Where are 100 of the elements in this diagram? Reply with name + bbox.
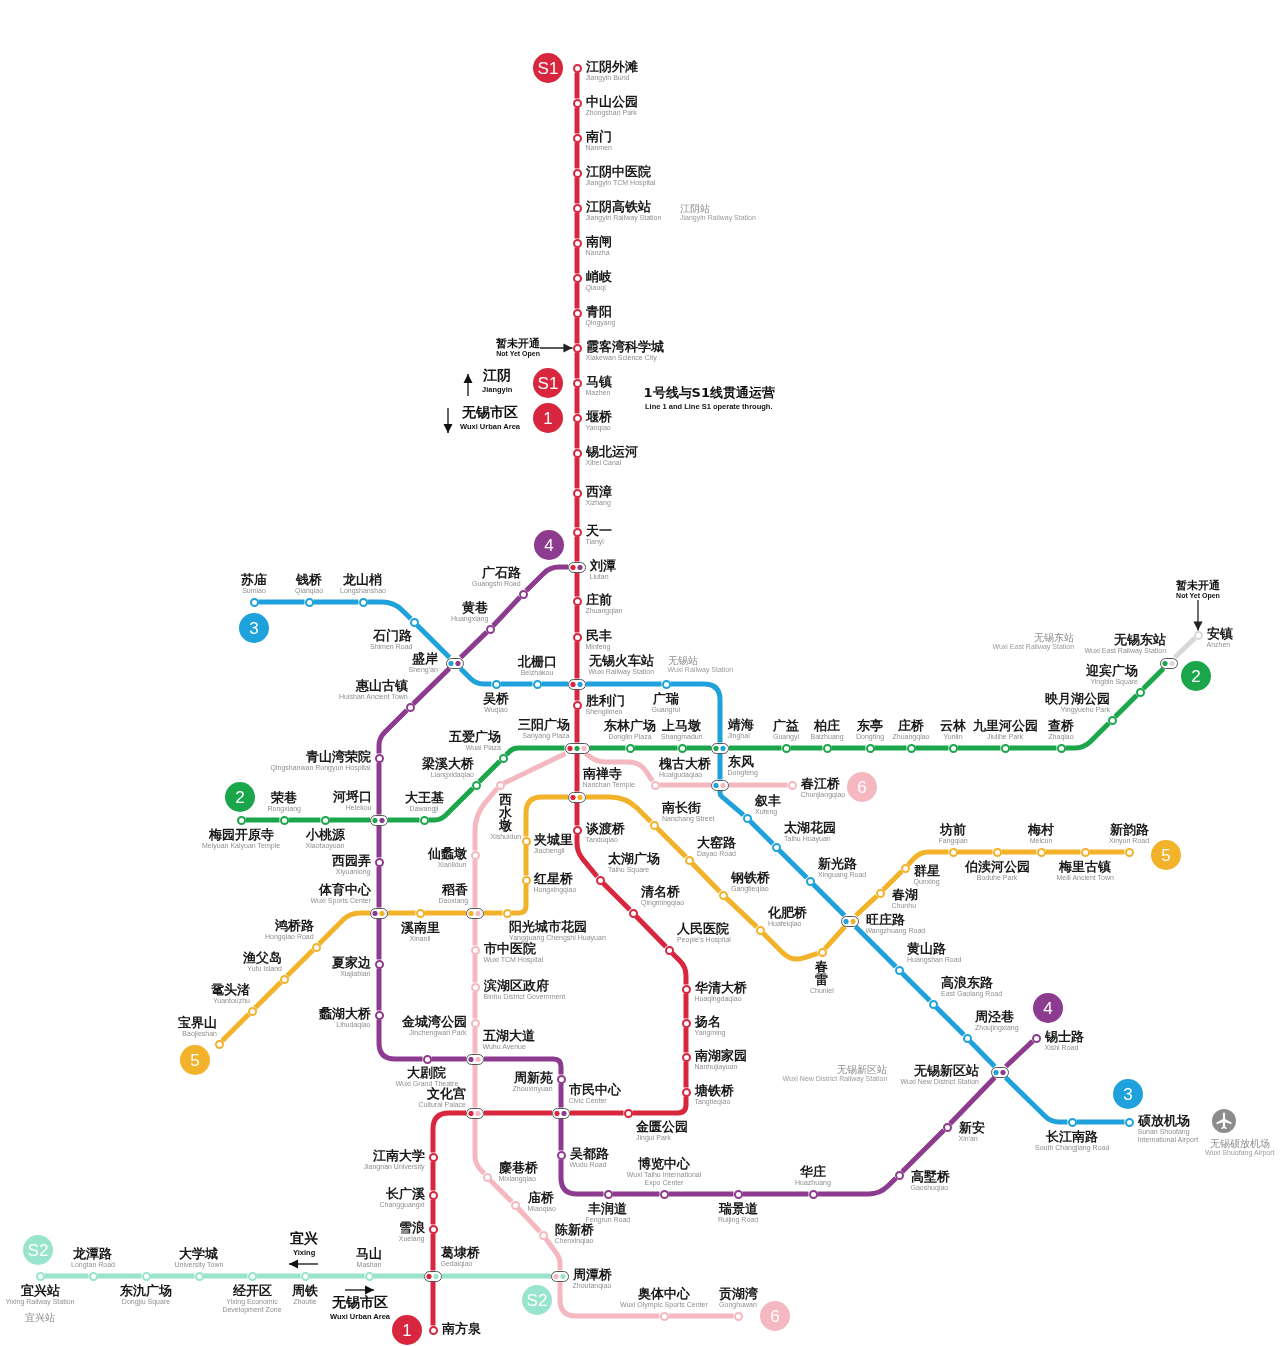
station-name: 查桥	[1048, 718, 1074, 732]
station-name: 九里河公园	[972, 718, 1038, 732]
metro-line	[245, 817, 280, 823]
station-name: 槐古大桥	[659, 756, 711, 770]
station-name: 广益	[773, 718, 800, 732]
metro-line	[761, 931, 819, 962]
station-name: 春雷	[814, 959, 829, 986]
station-name: 鼋头渚	[211, 982, 250, 996]
station-name: 太湖广场	[608, 851, 660, 865]
metro-line	[823, 924, 847, 951]
metro-line	[683, 1027, 689, 1053]
station-name: 南长街	[662, 800, 701, 814]
metro-line	[574, 72, 580, 99]
station-name: 周新苑	[513, 1071, 553, 1084]
station-name: 经开区	[232, 1283, 272, 1297]
metro-line	[586, 794, 653, 824]
metro-line	[668, 1191, 734, 1197]
metro-line	[683, 993, 689, 1019]
station-name: 新韵路	[1109, 822, 1149, 836]
metro-line	[524, 564, 568, 593]
metro-line	[309, 1273, 365, 1279]
metro-line	[1089, 849, 1125, 855]
metro-line	[376, 918, 382, 960]
metro-line	[442, 1273, 551, 1279]
metro-line	[655, 826, 688, 859]
metro-line	[430, 1110, 466, 1153]
station-name: 新光路	[818, 856, 857, 870]
line-badge: 4	[1033, 993, 1063, 1023]
station-name: 奥体中心	[637, 1286, 690, 1300]
metro-line	[430, 1281, 436, 1326]
metro-line	[724, 896, 759, 929]
station-name: 龙山梢	[343, 572, 383, 586]
station-name: 南方泉	[441, 1322, 481, 1335]
station-name: 南禅寺	[582, 767, 622, 780]
line-badge: 2	[1181, 661, 1211, 691]
metro-line	[854, 894, 879, 918]
metro-line	[686, 745, 711, 751]
metro-line	[790, 745, 823, 751]
station-name: 无锡东站	[1114, 633, 1167, 646]
metro-line	[491, 595, 522, 628]
station-name: 靖海	[727, 718, 754, 731]
service-note: 1号线与S1线贯通运营	[643, 385, 775, 400]
station-name: 广石路	[481, 565, 521, 579]
station-name: 群星	[913, 864, 940, 877]
metro-line	[1113, 693, 1139, 719]
metro-line	[220, 1012, 251, 1043]
metro-line	[601, 881, 632, 912]
metro-line	[586, 681, 662, 687]
metro-line	[430, 1161, 436, 1191]
metro-line	[659, 782, 711, 788]
railway-station-name: 江阴站	[680, 203, 710, 214]
station-name: 伯渎河公园	[964, 859, 1030, 873]
station-name: 滨湖区政府	[483, 979, 549, 992]
metro-line	[477, 759, 502, 784]
metro-line	[574, 802, 580, 826]
station-name: 化肥桥	[768, 905, 807, 919]
metro-line	[811, 882, 847, 918]
station-name: 江南大学	[372, 1149, 425, 1162]
metro-line	[317, 910, 370, 946]
station-name: 无锡火车站	[588, 654, 654, 667]
station-name: 黄巷	[462, 600, 489, 614]
station-name: 黄山路	[907, 941, 946, 955]
metro-line	[881, 869, 904, 892]
station-name: 贡湖湾	[718, 1286, 758, 1300]
station-name: 太湖花园	[784, 820, 836, 834]
station-name: 坊前	[940, 822, 967, 836]
metro-line	[777, 848, 809, 880]
metro-line	[670, 951, 689, 985]
railway-station-name: 无锡东站	[1034, 631, 1075, 643]
station-name: 梁溪大桥	[422, 756, 474, 770]
line-badge: S2	[23, 1235, 53, 1265]
station-name: 华庄	[799, 1164, 826, 1178]
line-badge: 5	[1151, 840, 1181, 870]
station-name: 宜兴站	[20, 1283, 60, 1297]
station-name: 锡士路	[1044, 1030, 1084, 1043]
metro-line	[574, 605, 580, 633]
metro-line	[717, 753, 723, 780]
metro-line	[424, 910, 466, 916]
station-name: 陈新桥	[554, 1223, 594, 1236]
metro-line	[503, 751, 567, 786]
station-name: 安镇	[1206, 627, 1233, 640]
metro-line	[612, 1191, 660, 1197]
station-name: 高浪东路	[941, 975, 993, 989]
station-name: 荣巷	[271, 790, 298, 804]
metro-line	[558, 1118, 564, 1151]
station-name: 三阳广场	[517, 718, 570, 731]
note-text: 暂未开通	[1176, 580, 1220, 592]
metro-line	[729, 782, 788, 788]
metro-line	[458, 666, 492, 687]
station-name: 吴都路	[569, 1147, 609, 1160]
station-name: 文化宫	[426, 1087, 466, 1100]
station-name: 江阴外滩	[585, 60, 638, 73]
station-name: 上马墩	[662, 718, 702, 732]
metro-line	[634, 745, 678, 751]
metro-line	[574, 212, 580, 239]
metro-line	[574, 352, 580, 379]
direction-label: 宜兴	[290, 1231, 318, 1246]
metro-line	[670, 681, 723, 743]
line-badge: 3	[1113, 1079, 1143, 1109]
station-name: 钱桥	[296, 572, 322, 586]
